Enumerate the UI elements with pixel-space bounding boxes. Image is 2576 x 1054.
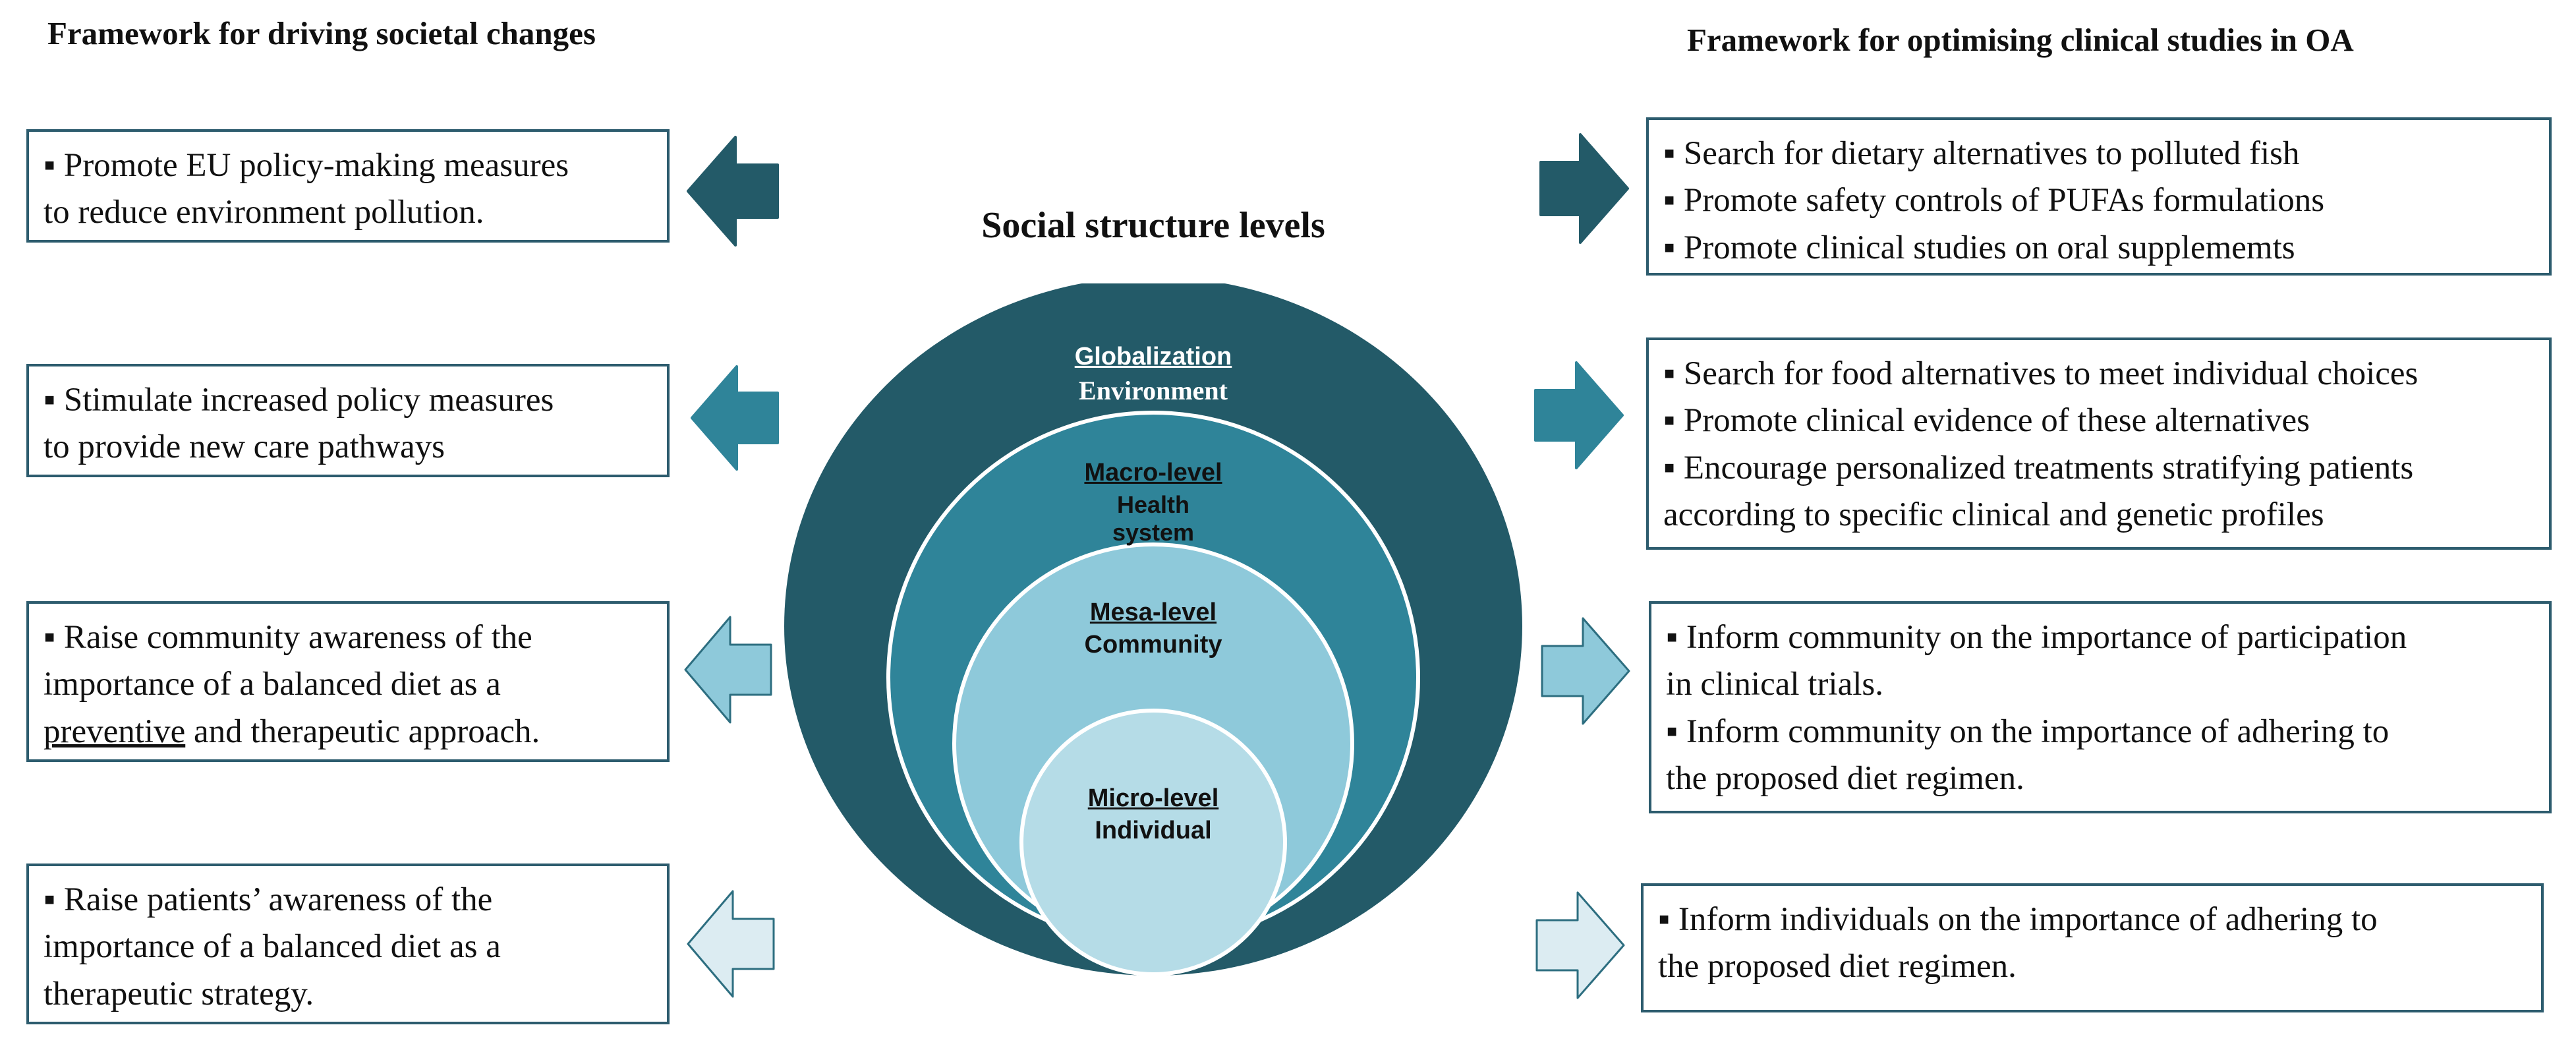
right-box-4-line-1: ▪ Inform individuals on the importance o… [1658,901,2378,938]
left-header: Framework for driving societal changes [47,15,596,51]
micro-level-title: Micro-level [1087,784,1219,812]
right-box-2-line-2: ▪ Promote clinical evidence of these alt… [1663,402,2310,440]
left-box-3-line-1: ▪ Raise community awareness of the [43,619,532,656]
globalization-title: Globalization [1074,343,1232,370]
right-arrow-level-4 [1535,891,1625,999]
left-box-4-line-1: ▪ Raise patients’ awareness of the [43,881,493,918]
left-arrow-level-1 [687,136,779,247]
right-arrow-level-2 [1534,361,1624,469]
right-box-1-line-2: ▪ Promote safety controls of PUFAs formu… [1663,182,2325,220]
macro-level-label: Macro-level Health system [1021,459,1285,546]
right-box-2-line-4: according to specific clinical and genet… [1663,496,2324,534]
right-box-1-line-3: ▪ Promote clinical studies on oral suppl… [1663,229,2295,266]
left-arrow-level-3 [684,616,772,724]
social-structure-diagram [784,283,1522,976]
right-box-2-line-3: ▪ Encourage personalized treatments stra… [1663,449,2414,486]
left-box-2-line-1: ▪ Stimulate increased policy measures [43,382,554,419]
center-title: Social structure levels [981,205,1325,246]
left-box-2-line-2: to provide new care pathways [43,428,445,466]
mesa-level-title: Mesa-level [1089,599,1217,626]
right-box-3-line-1: ▪ Inform community on the importance of … [1666,619,2407,656]
left-box-policy-pollution: ▪ Promote EU policy-making measures to r… [26,129,670,243]
mesa-level-label: Mesa-level Community [1021,599,1285,659]
left-box-4-line-3: therapeutic strategy. [43,975,314,1012]
left-box-care-pathways: ▪ Stimulate increased policy measures to… [26,364,670,477]
right-box-inform-individuals: ▪ Inform individuals on the importance o… [1641,883,2544,1012]
right-arrow-level-1 [1539,133,1629,244]
right-box-3-line-3: ▪ Inform community on the importance of … [1666,713,2390,750]
micro-level-circle [1019,709,1287,976]
community-label: Community [1084,631,1222,659]
left-box-1-line-2: to reduce environment pollution. [43,194,484,231]
right-box-food-alternatives: ▪ Search for food alternatives to meet i… [1646,337,2552,550]
left-box-3-line-2: importance of a balanced diet as a [43,666,501,703]
right-header: Framework for optimising clinical studie… [1687,22,2354,58]
globalization-label: Globalization Environment [1021,343,1285,406]
left-box-patient-awareness: ▪ Raise patients’ awareness of the impor… [26,864,670,1024]
right-box-4-line-2: the proposed diet regimen. [1658,948,2017,985]
right-box-3-line-4: the proposed diet regimen. [1666,760,2024,798]
left-box-3-line-3: preventive and therapeutic approach. [43,709,652,755]
right-box-dietary-alternatives: ▪ Search for dietary alternatives to pol… [1646,117,2552,276]
left-arrow-level-4 [687,890,775,998]
right-box-inform-community: ▪ Inform community on the importance of … [1649,601,2552,813]
left-box-1-line-1: ▪ Promote EU policy-making measures [43,147,569,184]
right-box-2-line-1: ▪ Search for food alternatives to meet i… [1663,355,2419,392]
left-arrow-level-2 [691,365,779,471]
right-box-1-line-1: ▪ Search for dietary alternatives to pol… [1663,135,2300,172]
right-box-3-line-2: in clinical trials. [1666,666,1883,703]
health-label: Health [1116,491,1190,518]
individual-label: Individual [1095,817,1212,844]
environment-label: Environment [1079,376,1228,405]
right-arrow-level-3 [1541,617,1630,725]
left-box-community-awareness: ▪ Raise community awareness of the impor… [26,601,670,762]
preventive-word: preventive [43,713,186,750]
micro-level-label: Micro-level Individual [1021,784,1285,845]
macro-level-title: Macro-level [1084,459,1222,486]
system-label: system [1112,519,1195,546]
left-box-4-line-2: importance of a balanced diet as a [43,928,501,966]
left-box-3-line-3-rest: and therapeutic approach. [185,713,540,750]
